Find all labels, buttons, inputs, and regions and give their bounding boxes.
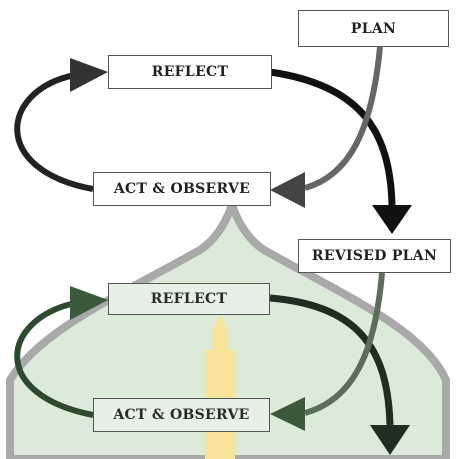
arrowhead-right-2	[70, 286, 108, 320]
arrow-reflect-to-revised	[269, 68, 396, 206]
arrow-act2-to-reflect2	[14, 300, 94, 418]
arrowhead-down-2	[370, 425, 410, 455]
arrow-act-to-reflect	[14, 72, 94, 192]
arrowhead-down-1	[372, 205, 412, 234]
act-observe-box-1: ACT & OBSERVE	[93, 172, 271, 206]
revised-plan-box: REVISED PLAN	[298, 239, 451, 273]
arrowhead-left-2	[270, 397, 305, 431]
plan-box: PLAN	[298, 10, 449, 47]
reflect-box-1: REFLECT	[108, 55, 272, 89]
arrow-reflect2-to-next	[269, 294, 394, 426]
act-observe-box-2: ACT & OBSERVE	[93, 398, 270, 432]
reflect-box-2: REFLECT	[108, 283, 270, 315]
arrowhead-right-1	[70, 58, 108, 92]
arrow-revised-to-act2	[304, 272, 385, 416]
minaret-top	[212, 310, 228, 350]
arrowhead-left-1	[270, 172, 305, 208]
arrow-plan-to-act	[304, 46, 383, 191]
